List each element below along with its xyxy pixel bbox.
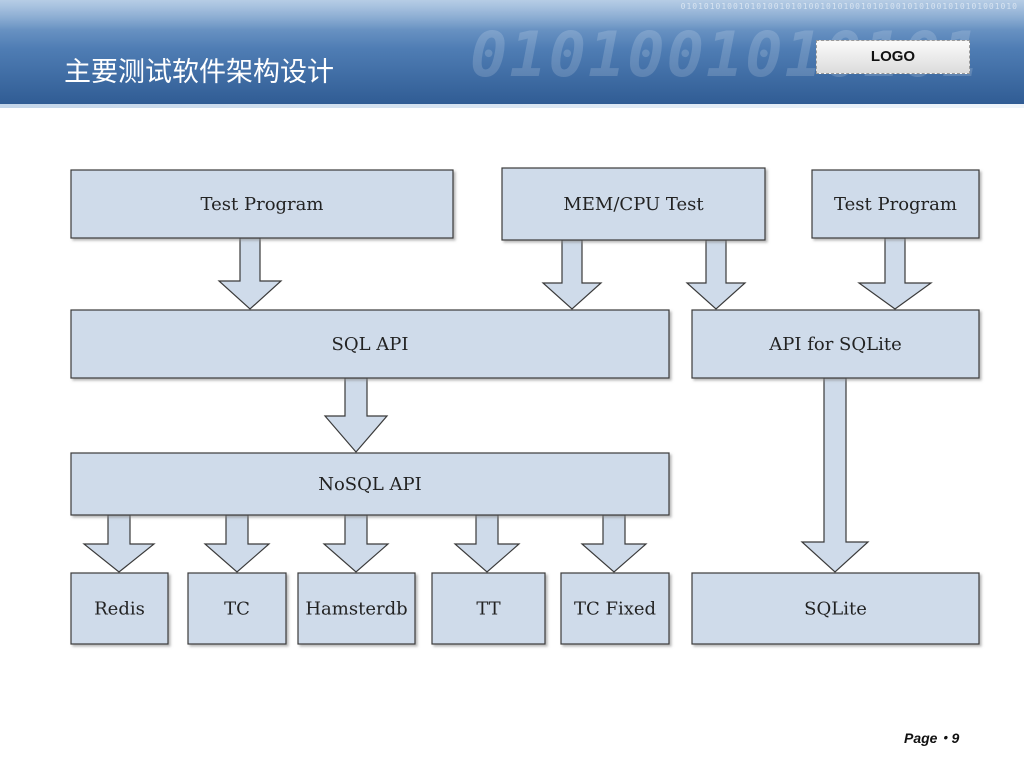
- node-box: [70, 169, 454, 239]
- node-box: [70, 309, 670, 379]
- arrow-mem-cpu-to-sqlite-api: [685, 239, 747, 310]
- node-box: [691, 572, 980, 645]
- node-label: API for SQLite: [768, 334, 901, 355]
- arrow-sqlite-api-to-sqlite: [800, 377, 870, 573]
- page-number: Page・9: [904, 730, 960, 746]
- node-label: Hamsterdb: [305, 599, 407, 620]
- node-sql-api: SQL API: [70, 309, 670, 379]
- node-tc-fixed: TC Fixed: [560, 572, 670, 645]
- node-label: SQL API: [332, 334, 409, 355]
- node-label: MEM/CPU Test: [563, 194, 704, 215]
- node-label: NoSQL API: [318, 474, 422, 495]
- node-nosql-api: NoSQL API: [70, 452, 670, 516]
- node-hamsterdb: Hamsterdb: [297, 572, 416, 645]
- node-box: [70, 572, 169, 645]
- arrow-nosql-to-tc: [203, 514, 271, 573]
- node-box: [187, 572, 287, 645]
- node-box: [811, 169, 980, 239]
- node-mem-cpu-test: MEM/CPU Test: [501, 167, 766, 241]
- binary-pattern-decoration: 0101010100101010010101001010100101010010…: [680, 2, 1018, 11]
- node-box: [431, 572, 546, 645]
- node-label: TC: [224, 599, 250, 620]
- arrows-layer: [82, 237, 933, 573]
- arrow-nosql-to-tt: [453, 514, 521, 573]
- header-shine: [0, 0, 1024, 30]
- boxes-layer: Test Program MEM/CPU Test Test ProgramSQL …: [70, 167, 980, 645]
- node-box: [560, 572, 670, 645]
- node-redis: Redis: [70, 572, 169, 645]
- node-label: TC Fixed: [574, 599, 656, 620]
- arrow-test-program-to-sqlite-api: [857, 237, 933, 310]
- node-box: [297, 572, 416, 645]
- node-api-for-sqlite: API for SQLite: [691, 309, 980, 379]
- node-tc: TC: [187, 572, 287, 645]
- node-tt: TT: [431, 572, 546, 645]
- node-label: Test Program: [834, 194, 957, 215]
- node-test-program-2: Test Program: [811, 169, 980, 239]
- node-label: Redis: [94, 599, 145, 620]
- logo-placeholder: LOGO: [816, 40, 970, 74]
- slide-header: 0101010100101010010101001010100101010010…: [0, 0, 1024, 108]
- arrow-nosql-to-hamsterdb: [322, 514, 390, 573]
- node-label: SQLite: [804, 599, 867, 620]
- arrow-nosql-to-redis: [82, 514, 156, 573]
- node-box: [70, 452, 670, 516]
- node-sqlite: SQLite: [691, 572, 980, 645]
- arrow-sql-api-to-nosql-api: [323, 377, 389, 453]
- node-box: [691, 309, 980, 379]
- page-title: 主要测试软件架构设计: [64, 57, 334, 88]
- header-underline: [0, 104, 1024, 108]
- node-test-program-1: Test Program: [70, 169, 454, 239]
- arrow-test-program-to-sql-api: [217, 237, 283, 310]
- node-box: [501, 167, 766, 241]
- arrow-mem-cpu-to-sql-api: [541, 239, 603, 310]
- node-label: Test Program: [201, 194, 324, 215]
- node-label: TT: [476, 599, 500, 620]
- arrow-nosql-to-tc-fixed: [580, 514, 648, 573]
